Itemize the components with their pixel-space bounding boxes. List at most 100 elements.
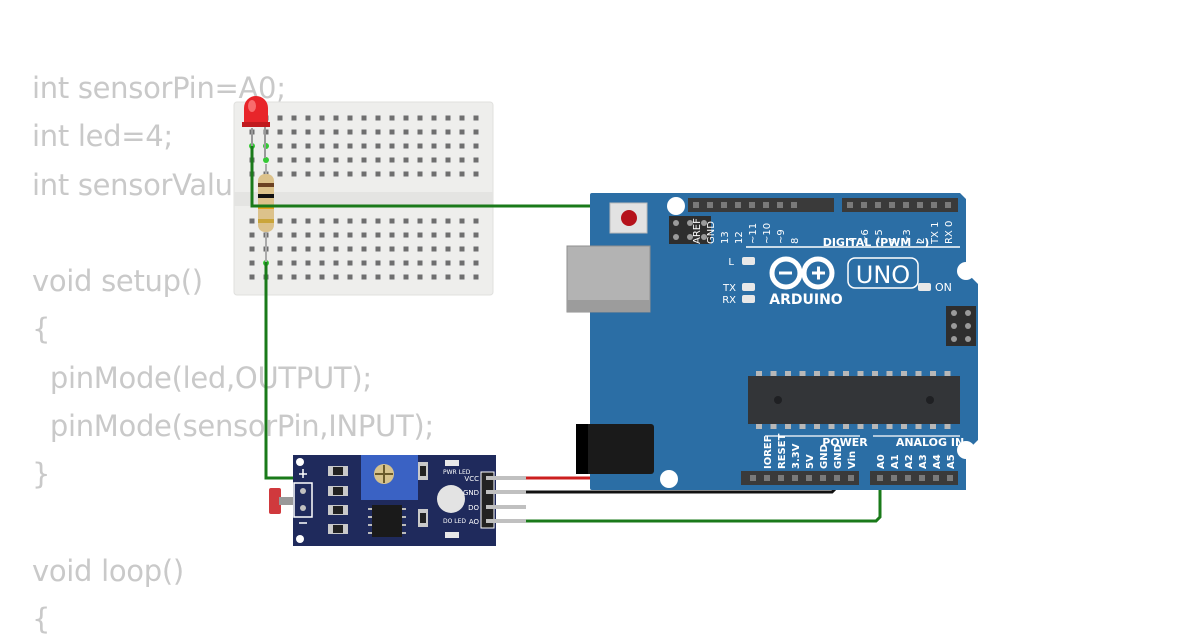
analog-pin[interactable] (933, 475, 939, 481)
breadboard-hole[interactable] (277, 232, 283, 238)
breadboard-hole[interactable] (319, 115, 325, 121)
breadboard-hole[interactable] (375, 246, 381, 252)
analog-pin[interactable] (877, 475, 883, 481)
breadboard-hole[interactable] (277, 157, 283, 163)
breadboard-hole[interactable] (249, 260, 255, 266)
breadboard-hole[interactable] (319, 129, 325, 135)
breadboard-hole[interactable] (459, 129, 465, 135)
breadboard-hole[interactable] (291, 129, 297, 135)
module-pin[interactable] (486, 490, 526, 494)
breadboard-hole[interactable] (319, 171, 325, 177)
breadboard-hole[interactable] (431, 260, 437, 266)
module-pin[interactable] (486, 519, 526, 523)
breadboard-hole[interactable] (277, 218, 283, 224)
breadboard-hole[interactable] (473, 171, 479, 177)
breadboard-hole[interactable] (445, 246, 451, 252)
breadboard-hole[interactable] (473, 218, 479, 224)
breadboard-hole[interactable] (361, 260, 367, 266)
breadboard-hole[interactable] (361, 218, 367, 224)
breadboard-hole[interactable] (473, 260, 479, 266)
breadboard-hole[interactable] (333, 129, 339, 135)
breadboard-hole[interactable] (291, 274, 297, 280)
breadboard-hole[interactable] (459, 246, 465, 252)
breadboard-hole[interactable] (291, 115, 297, 121)
digital-pin[interactable] (903, 202, 909, 208)
breadboard-hole[interactable] (361, 246, 367, 252)
breadboard-hole[interactable] (417, 143, 423, 149)
breadboard-hole[interactable] (459, 143, 465, 149)
breadboard-hole[interactable] (445, 218, 451, 224)
breadboard-hole[interactable] (389, 129, 395, 135)
breadboard-hole[interactable] (403, 246, 409, 252)
breadboard-hole[interactable] (361, 143, 367, 149)
breadboard-hole[interactable] (361, 232, 367, 238)
breadboard-hole[interactable] (361, 157, 367, 163)
digital-pin[interactable] (693, 202, 699, 208)
breadboard-hole[interactable] (403, 115, 409, 121)
breadboard-hole[interactable] (291, 232, 297, 238)
breadboard-hole[interactable] (333, 171, 339, 177)
breadboard-hole[interactable] (361, 274, 367, 280)
power-header[interactable] (741, 471, 859, 485)
breadboard-hole[interactable] (333, 218, 339, 224)
breadboard-hole[interactable] (431, 218, 437, 224)
breadboard-hole[interactable] (445, 171, 451, 177)
breadboard-hole[interactable] (459, 115, 465, 121)
digital-pin[interactable] (875, 202, 881, 208)
digital-pin[interactable] (931, 202, 937, 208)
breadboard-hole[interactable] (431, 274, 437, 280)
power-pin[interactable] (778, 475, 784, 481)
analog-pin[interactable] (891, 475, 897, 481)
breadboard[interactable] (233, 101, 494, 296)
breadboard-hole[interactable] (431, 157, 437, 163)
power-pin[interactable] (820, 475, 826, 481)
breadboard-hole[interactable] (347, 246, 353, 252)
breadboard-hole[interactable] (347, 115, 353, 121)
breadboard-hole[interactable] (403, 274, 409, 280)
breadboard-hole[interactable] (459, 260, 465, 266)
breadboard-hole[interactable] (375, 274, 381, 280)
breadboard-hole[interactable] (249, 246, 255, 252)
digital-pin[interactable] (721, 202, 727, 208)
breadboard-hole[interactable] (249, 232, 255, 238)
breadboard-hole[interactable] (333, 246, 339, 252)
breadboard-hole[interactable] (431, 232, 437, 238)
breadboard-hole[interactable] (319, 143, 325, 149)
breadboard-hole[interactable] (431, 115, 437, 121)
breadboard-hole[interactable] (319, 260, 325, 266)
digital-pin[interactable] (707, 202, 713, 208)
breadboard-hole[interactable] (389, 260, 395, 266)
breadboard-hole[interactable] (305, 260, 311, 266)
breadboard-hole[interactable] (291, 143, 297, 149)
breadboard-hole[interactable] (417, 129, 423, 135)
breadboard-hole[interactable] (347, 171, 353, 177)
breadboard-hole[interactable] (375, 129, 381, 135)
breadboard-hole[interactable] (459, 171, 465, 177)
breadboard-hole[interactable] (403, 260, 409, 266)
breadboard-hole[interactable] (403, 143, 409, 149)
breadboard-hole[interactable] (389, 115, 395, 121)
digital-pin[interactable] (917, 202, 923, 208)
breadboard-hole[interactable] (277, 274, 283, 280)
breadboard-hole[interactable] (305, 274, 311, 280)
breadboard-hole[interactable] (319, 246, 325, 252)
power-pin[interactable] (764, 475, 770, 481)
breadboard-hole[interactable] (389, 171, 395, 177)
breadboard-hole[interactable] (333, 274, 339, 280)
breadboard-hole[interactable] (319, 274, 325, 280)
breadboard-hole[interactable] (333, 143, 339, 149)
breadboard-hole[interactable] (417, 274, 423, 280)
breadboard-hole[interactable] (417, 171, 423, 177)
analog-header[interactable] (870, 471, 958, 485)
breadboard-hole[interactable] (277, 129, 283, 135)
module-pin-header[interactable] (480, 471, 495, 529)
breadboard-hole[interactable] (417, 218, 423, 224)
breadboard-hole[interactable] (347, 143, 353, 149)
breadboard-hole[interactable] (403, 129, 409, 135)
breadboard-hole[interactable] (291, 218, 297, 224)
power-pin[interactable] (750, 475, 756, 481)
digital-pin[interactable] (945, 202, 951, 208)
breadboard-hole[interactable] (473, 115, 479, 121)
reset-button-cap[interactable] (621, 210, 637, 226)
